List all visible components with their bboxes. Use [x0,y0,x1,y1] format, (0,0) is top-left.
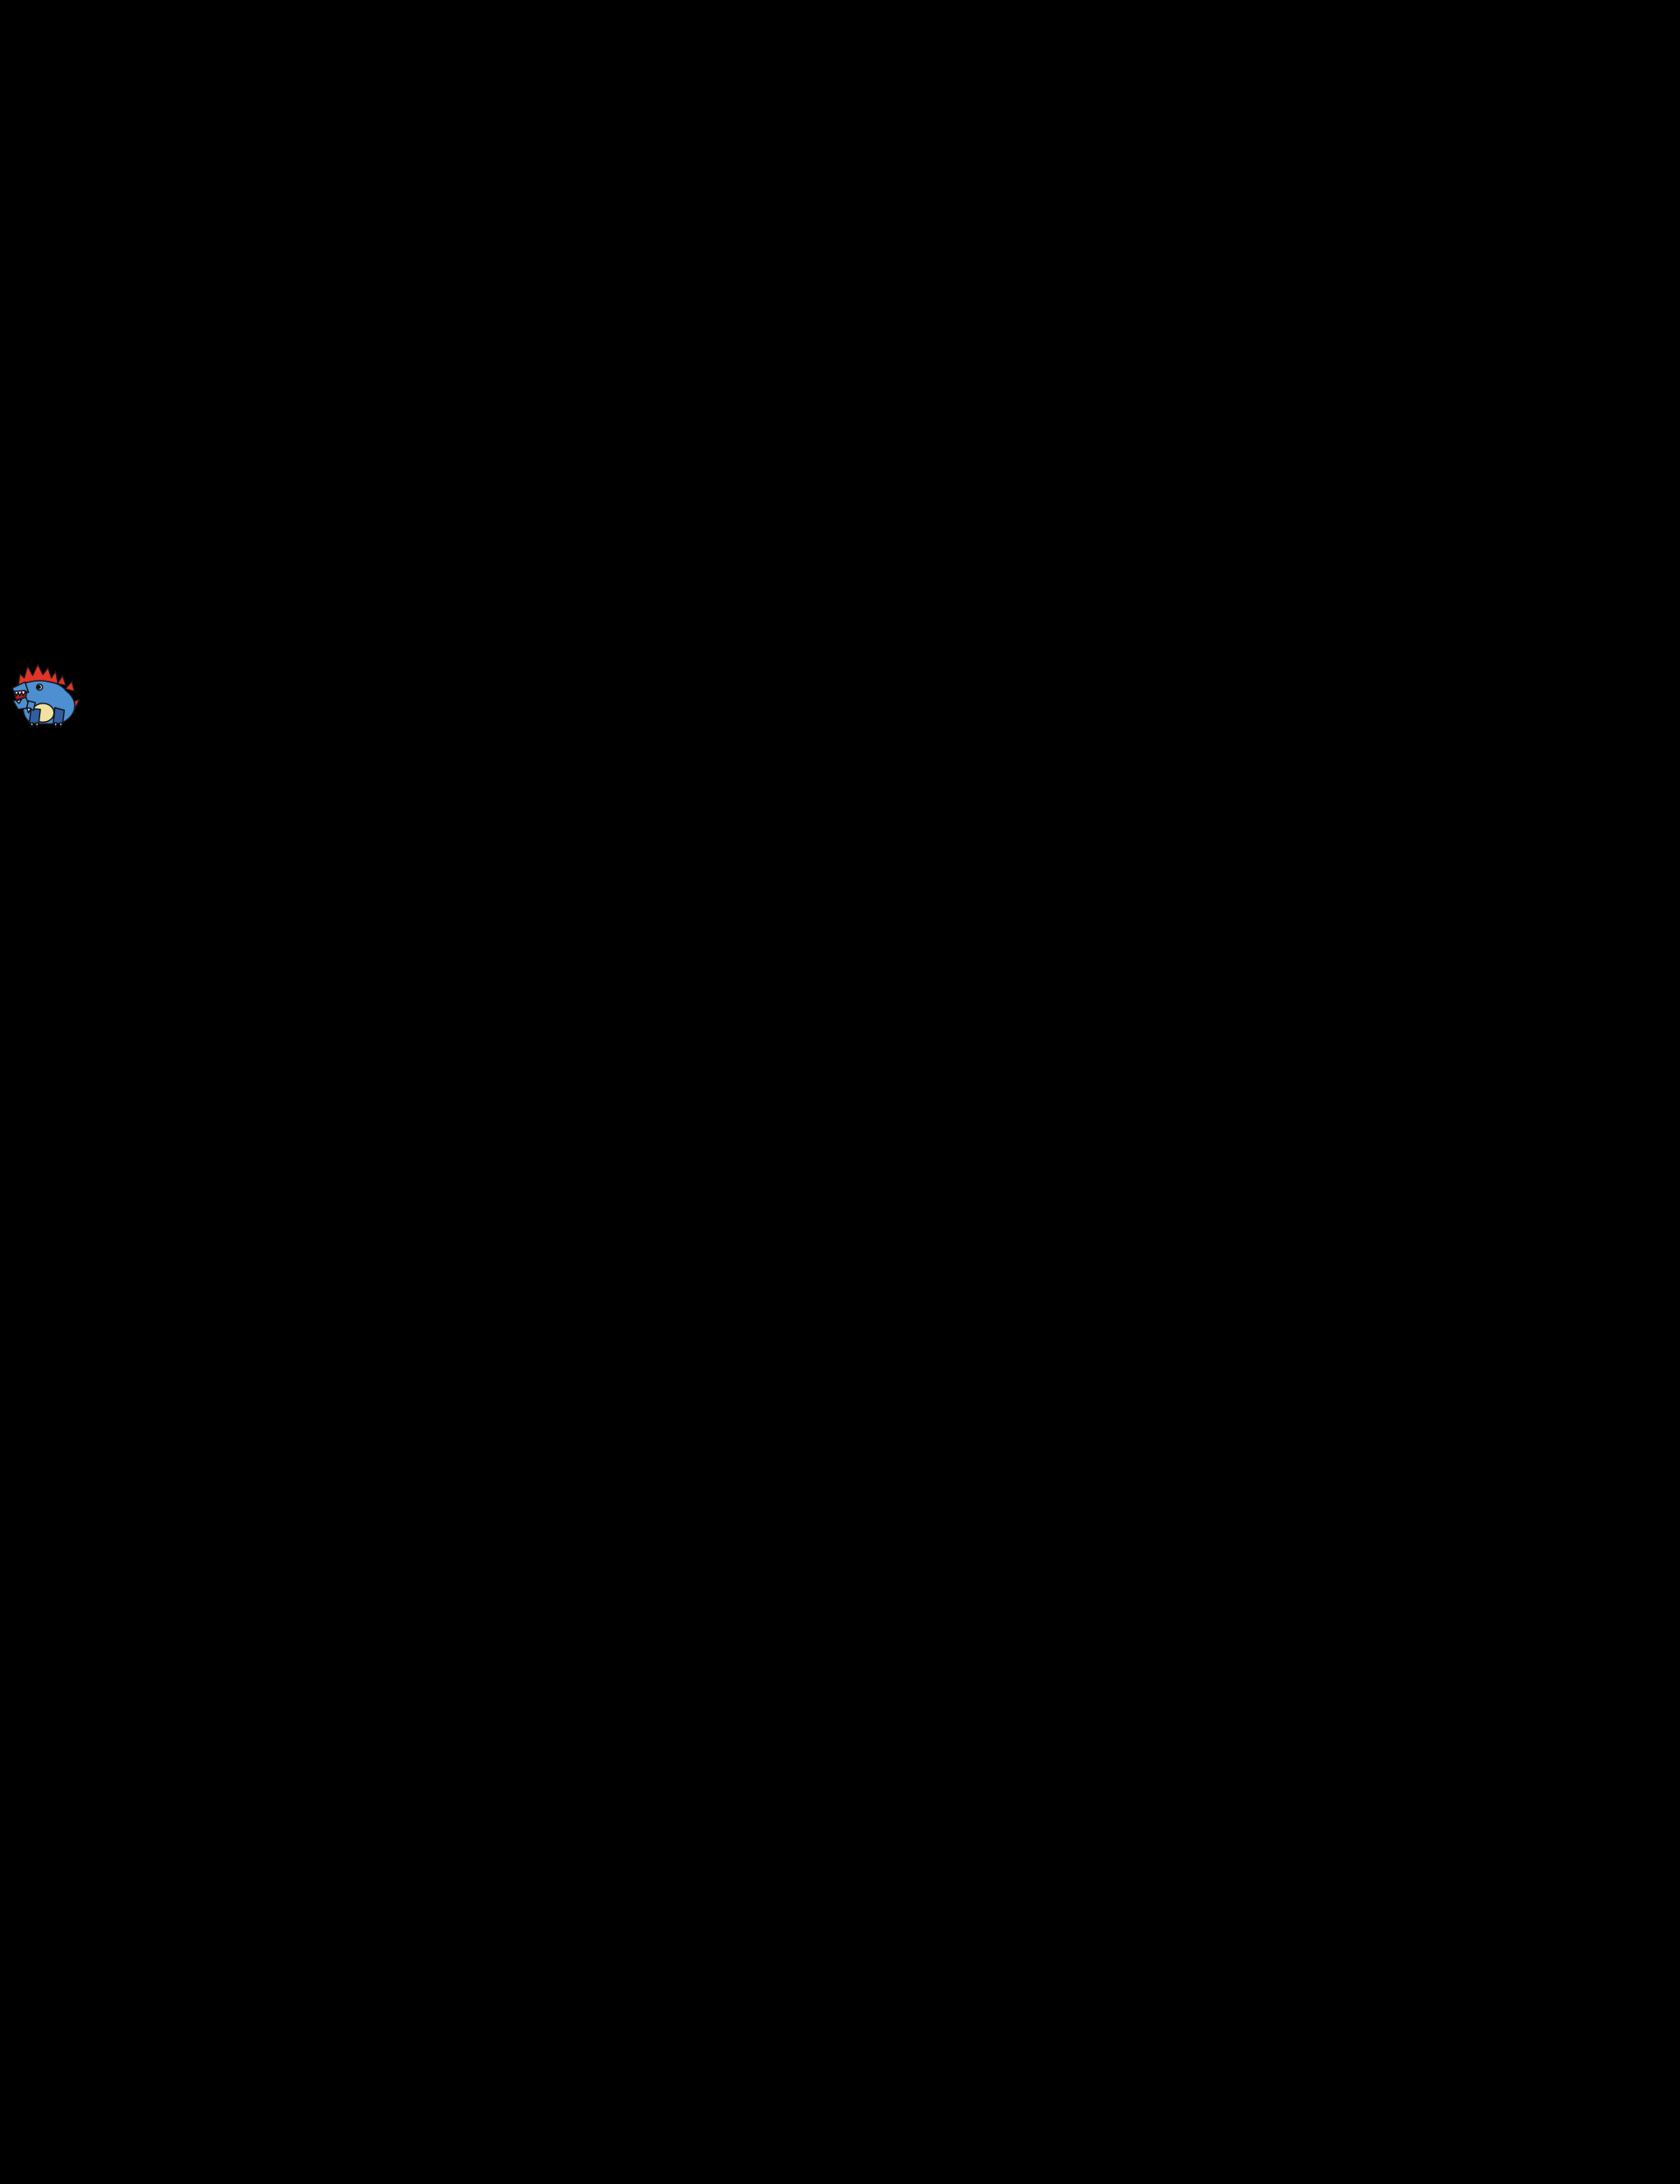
feraligatr-svg [11,663,80,728]
front-leg-shape [28,707,41,725]
rear-leg-shape [52,707,66,725]
feraligatr-sprite [11,662,80,736]
rear-claw2-shape [58,722,64,728]
back-spike-shape [56,674,67,687]
rear-claw1-shape [53,722,59,728]
arm-claw-shape [25,707,32,714]
back-spike2-shape [64,680,75,692]
front-claw2-shape [34,722,39,728]
pupil-shape [37,685,41,690]
upper-teeth-shape [14,690,26,696]
lower-tooth-shape [16,698,23,704]
sprite-shapes [11,663,80,728]
front-claw1-shape [29,722,35,728]
